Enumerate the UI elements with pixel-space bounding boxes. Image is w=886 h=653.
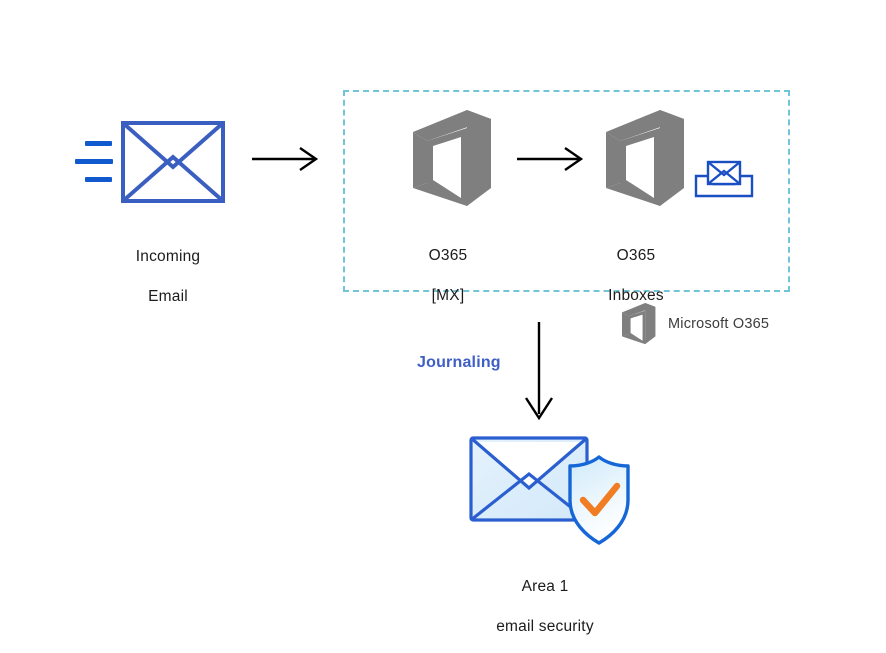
office-logo-right-panel (660, 110, 684, 206)
office-logo-top-edge (606, 110, 684, 141)
office-logo-inner-page (630, 314, 643, 341)
office-logo-left-spine (606, 132, 620, 188)
area1-check-icon (579, 482, 621, 517)
legend-label: Microsoft O365 (668, 316, 770, 332)
office-logo-left-spine (622, 312, 628, 337)
incoming-email-node (75, 118, 225, 213)
motion-line-middle (75, 159, 113, 164)
incoming-email-label-line1: Incoming (135, 248, 201, 265)
inbox-envelope-flap (707, 161, 741, 177)
office-logo-inner-page (626, 137, 654, 198)
office-365-logo-icon (622, 303, 656, 345)
motion-line-top (85, 141, 112, 146)
o365-boundary-box (343, 90, 790, 292)
office-logo-left-spine (413, 132, 427, 188)
area1-envelope-flap (469, 436, 589, 491)
motion-line-bottom (85, 177, 112, 182)
office-logo-top-edge (622, 303, 656, 317)
area1-label-line1: Area 1 (521, 578, 569, 595)
envelope-with-motion-lines-icon (75, 121, 225, 203)
arrow-right-icon (252, 147, 319, 171)
envelope-fold (121, 154, 225, 203)
incoming-email-label-line2: Email (148, 288, 188, 305)
area1-security-node (465, 430, 630, 550)
area1-label-line2: email security (496, 618, 594, 635)
office-365-logo-icon (413, 110, 491, 206)
inbox-envelope-fold (707, 169, 741, 185)
envelope-shield-check-icon (469, 436, 630, 545)
o365-inboxes-label-line1: O365 (616, 247, 656, 264)
inbox-tray-envelope-icon (694, 160, 754, 198)
area1-envelope-fold (470, 471, 588, 522)
office-logo-top-edge (413, 110, 491, 141)
o365-inboxes-node (598, 110, 684, 208)
office-logo-inner-page (433, 137, 461, 198)
arrow-down-icon (524, 322, 554, 421)
office-logo-right-panel (467, 110, 491, 206)
o365-inboxes-caption: O365 Inboxes (556, 226, 716, 326)
o365-inboxes-label-line2: Inboxes (608, 287, 664, 304)
envelope-flap (121, 121, 225, 170)
office-logo-right-panel (645, 303, 656, 345)
area1-security-caption: Area 1 email security (465, 557, 625, 653)
edge-incoming-to-mx (252, 146, 322, 172)
arrow-right-icon (517, 147, 584, 171)
incoming-email-caption: Incoming Email (88, 227, 248, 327)
area1-envelope-inner (475, 442, 583, 488)
journaling-label: Journaling (417, 354, 501, 371)
o365-mx-node (405, 110, 491, 208)
o365-mx-label-line2: [MX] (431, 287, 465, 304)
edge-mx-to-inboxes (517, 146, 587, 172)
area1-shield (568, 455, 630, 545)
inbox-tray-node (694, 158, 754, 200)
office-365-logo-icon (606, 110, 684, 206)
o365-mx-label-line1: O365 (428, 247, 468, 264)
o365-mx-caption: O365 [MX] (368, 226, 528, 326)
edge-inboxes-to-area1 (520, 322, 562, 422)
legend-microsoft-o365: Microsoft O365 (618, 303, 769, 345)
